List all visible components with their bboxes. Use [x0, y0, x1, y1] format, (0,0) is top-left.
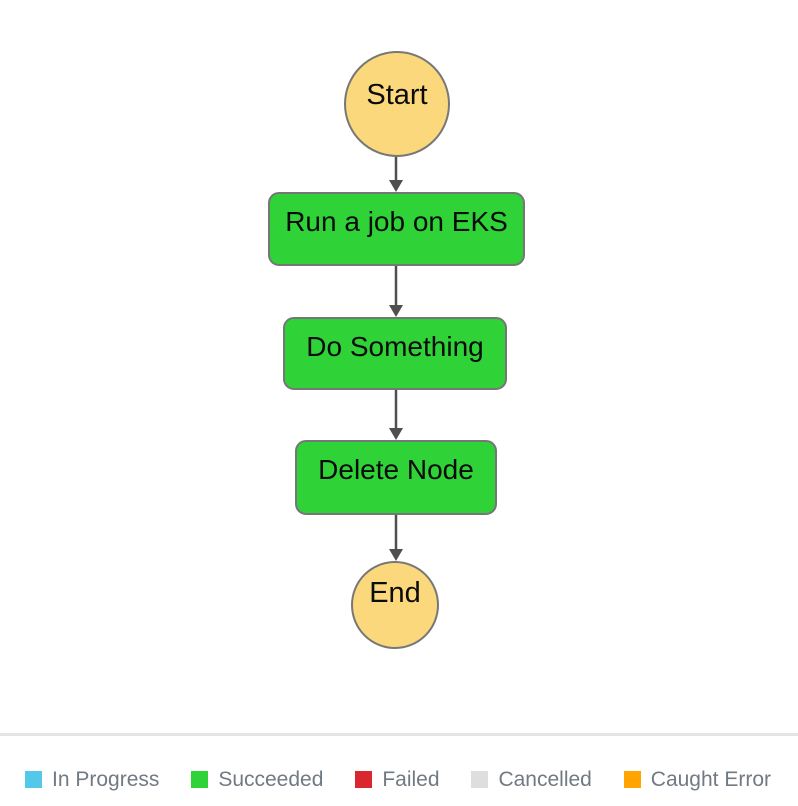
node-delete-node[interactable]: Delete Node — [295, 440, 497, 515]
node-do-something[interactable]: Do Something — [283, 317, 507, 390]
cancelled-label: Cancelled — [498, 767, 592, 791]
in-progress-swatch — [25, 770, 42, 788]
caught-error-label: Caught Error — [650, 767, 771, 791]
node-delete-node-label: Delete Node — [318, 454, 474, 485]
edge-arrow-task3-to-end — [389, 515, 403, 561]
failed-swatch — [355, 770, 373, 788]
workflow-graph: Start Run a job on EKS Do Something Dele… — [268, 51, 525, 649]
edge-arrow-task2-to-task3 — [389, 390, 403, 440]
legend-divider — [0, 733, 798, 736]
legend-item-cancelled: Cancelled — [471, 767, 592, 791]
failed-label: Failed — [382, 767, 440, 791]
caught-error-swatch — [623, 770, 641, 788]
node-do-something-label: Do Something — [306, 331, 484, 362]
legend-item-caught-error: Caught Error — [623, 767, 771, 791]
legend-item-failed: Failed — [355, 767, 440, 791]
legend-item-in-progress: In Progress — [25, 769, 159, 790]
node-end[interactable]: End — [351, 561, 439, 649]
node-end-label: End — [369, 576, 421, 609]
node-run-a-job-on-eks[interactable]: Run a job on EKS — [268, 192, 525, 266]
edge-arrow-task1-to-task2 — [389, 266, 403, 317]
edge-arrow-start-to-task1 — [389, 157, 403, 192]
in-progress-label: In Progress — [52, 767, 160, 791]
succeeded-label: Succeeded — [218, 767, 324, 791]
status-legend: In Progress Succeeded Failed Cancelled C… — [0, 762, 798, 796]
legend-item-succeeded: Succeeded — [191, 769, 323, 790]
node-start[interactable]: Start — [344, 51, 450, 157]
node-run-a-job-on-eks-label: Run a job on EKS — [285, 206, 508, 237]
node-start-label: Start — [366, 78, 428, 111]
succeeded-swatch — [191, 770, 209, 788]
cancelled-swatch — [471, 770, 489, 788]
